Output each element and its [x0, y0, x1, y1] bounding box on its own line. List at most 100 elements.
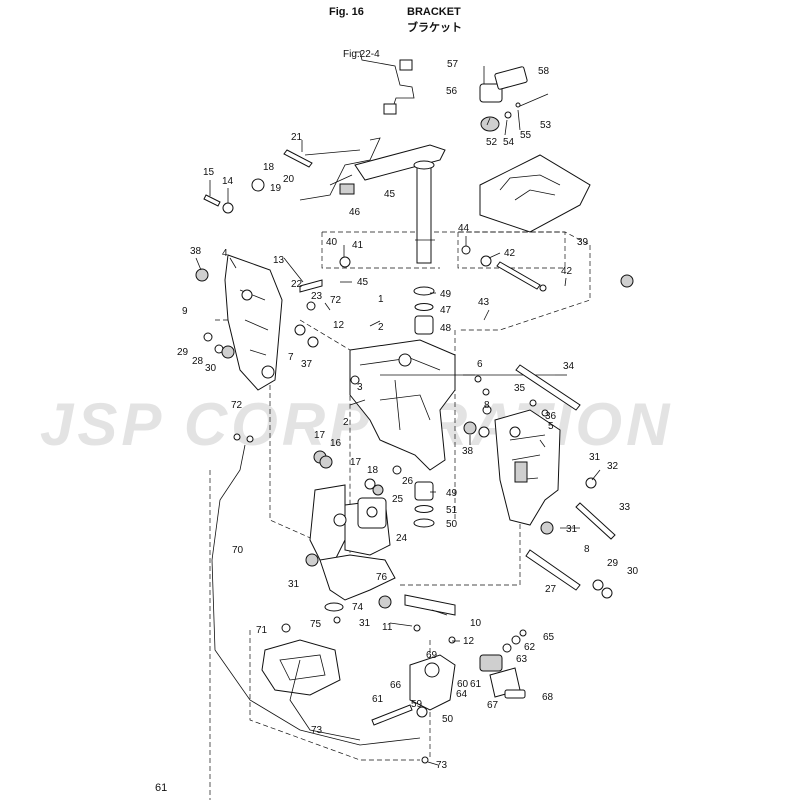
steering-arm [354, 144, 446, 181]
callout-label: 43 [478, 297, 490, 308]
callout-label: 49 [440, 289, 452, 300]
washer [414, 505, 434, 513]
callout-label: 44 [458, 223, 470, 234]
bolt [283, 149, 313, 168]
callout-label: 12 [333, 320, 345, 331]
callout-label: 8 [584, 544, 590, 555]
connector [339, 183, 355, 195]
fasteners [195, 178, 634, 764]
callout-label: 48 [440, 323, 452, 334]
callout-label: 6 [477, 359, 483, 370]
callout-label: 12 [463, 636, 475, 647]
callout-label: 31 [589, 452, 601, 463]
callout-label: 11 [382, 622, 393, 633]
callout-label: 65 [543, 632, 555, 643]
callout-label: 40 [326, 237, 338, 248]
callout-label: 68 [542, 692, 554, 703]
callout-label: 27 [545, 584, 557, 595]
callout-label: 62 [524, 642, 536, 653]
figure-title: BRACKET [407, 6, 461, 18]
callout-label: 2 [343, 417, 349, 428]
callout-label: 37 [301, 359, 313, 370]
washer [414, 303, 434, 311]
callout-label: 53 [540, 120, 552, 131]
callout-label: 45 [357, 277, 369, 288]
callout-label: 38 [462, 446, 474, 457]
callout-label: 29 [177, 347, 189, 358]
callout-label: 21 [291, 132, 303, 143]
trim-sender [409, 629, 527, 711]
ground-wire [211, 444, 421, 746]
callout-label: 17 [350, 457, 362, 468]
callout-label: 70 [232, 545, 244, 556]
mount-plate [479, 154, 591, 233]
callout-label: 36 [545, 411, 557, 422]
callout-label: 30 [627, 566, 639, 577]
callout-label: 31 [288, 579, 300, 590]
tilt-rod [525, 549, 581, 591]
callout-label: 47 [440, 305, 452, 316]
callout-label: 33 [619, 502, 631, 513]
callout-label: 60 [457, 679, 469, 690]
callout-label: 14 [222, 176, 234, 187]
callout-label: 4 [222, 248, 228, 259]
power-tilt-unit [309, 484, 396, 601]
tilt-rod [515, 364, 581, 411]
callout-label: 50 [442, 714, 454, 725]
callout-label: 19 [270, 183, 282, 194]
callout-label: 31 [566, 524, 578, 535]
callout-label: 67 [487, 700, 499, 711]
callout-label: 42 [561, 266, 573, 277]
plate [404, 594, 456, 616]
tilt-sensor-assembly [479, 66, 549, 132]
callout-label: 18 [263, 162, 275, 173]
callout-label: 49 [446, 488, 458, 499]
callout-label: 32 [607, 461, 619, 472]
ref-label: Fig.22-4 [343, 49, 380, 60]
callout-label: 3 [357, 382, 363, 393]
callout-label: 10 [470, 618, 482, 629]
callout-label: 30 [205, 363, 217, 374]
callout-label: 29 [607, 558, 619, 569]
connector [383, 103, 397, 115]
callout-label: 13 [273, 255, 285, 266]
callout-label: 18 [367, 465, 379, 476]
cable [299, 137, 381, 201]
callout-label: 61 [470, 679, 482, 690]
callout-label: 2 [378, 322, 384, 333]
callout-label: 56 [446, 86, 458, 97]
callout-label: 57 [447, 59, 459, 70]
figure-subtitle: ブラケット [407, 22, 462, 34]
callout-label: 7 [288, 352, 294, 363]
callout-label: 71 [256, 625, 268, 636]
bushing [414, 315, 434, 335]
callout-label: 42 [504, 248, 516, 259]
callout-label: 73 [311, 725, 323, 736]
washer [413, 518, 435, 528]
callout-label: 45 [384, 189, 396, 200]
callout-label: 61 [372, 694, 384, 705]
callout-label: 23 [311, 291, 323, 302]
tube [299, 279, 323, 293]
callout-label: 55 [520, 130, 532, 141]
callout-label: 69 [426, 650, 438, 661]
clamp-bracket-left [224, 254, 283, 391]
callout-label: 20 [283, 174, 295, 185]
callout-label: 16 [330, 438, 342, 449]
callout-label: 51 [446, 505, 458, 516]
callout-label: 25 [392, 494, 404, 505]
callout-label: 15 [203, 167, 215, 178]
callout-label: 63 [516, 654, 528, 665]
bushing [414, 481, 434, 501]
callout-label: 50 [446, 519, 458, 530]
swivel-bracket [349, 339, 456, 471]
callout-label: 66 [390, 680, 402, 691]
page-number: 61 [155, 782, 168, 794]
steering-shaft [413, 160, 435, 264]
callout-label: 54 [503, 137, 515, 148]
callout-label: 52 [486, 137, 498, 148]
callout-label: 28 [192, 356, 204, 367]
callout-label: 35 [514, 383, 526, 394]
callout-label: 1 [378, 294, 384, 305]
